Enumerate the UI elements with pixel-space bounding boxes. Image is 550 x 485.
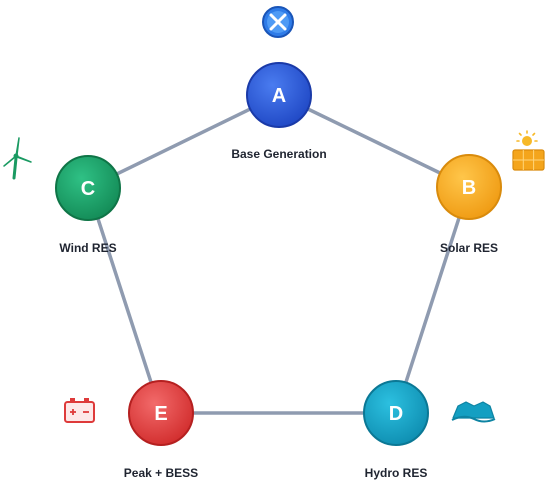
generation-icon [262,6,294,38]
edge-e-c [86,187,163,414]
node-b-letter: B [462,177,476,199]
hydro-icon [451,401,496,423]
node-a-letter: A [272,85,286,107]
battery-icon [64,398,95,423]
edge-a-b [278,93,470,189]
caption-solar-res: Solar RES [439,241,499,255]
node-a[interactable]: A [246,62,312,128]
edge-c-a [87,93,280,190]
solar-panel-icon [512,130,545,171]
wind-turbine-icon [3,137,32,180]
caption-hydro-res: Hydro RES [364,466,428,480]
node-e[interactable]: E [128,380,194,446]
caption-peak-bess: Peak + BESS [123,466,199,480]
caption-base-generation: Base Generation [231,147,327,161]
edge-b-d [394,186,471,414]
node-d[interactable]: D [363,380,429,446]
node-d-letter: D [389,403,403,425]
node-c[interactable]: C [55,155,121,221]
caption-wind-res: Wind RES [59,241,117,255]
node-c-letter: C [81,178,95,200]
node-e-letter: E [154,403,167,425]
node-b[interactable]: B [436,154,502,220]
